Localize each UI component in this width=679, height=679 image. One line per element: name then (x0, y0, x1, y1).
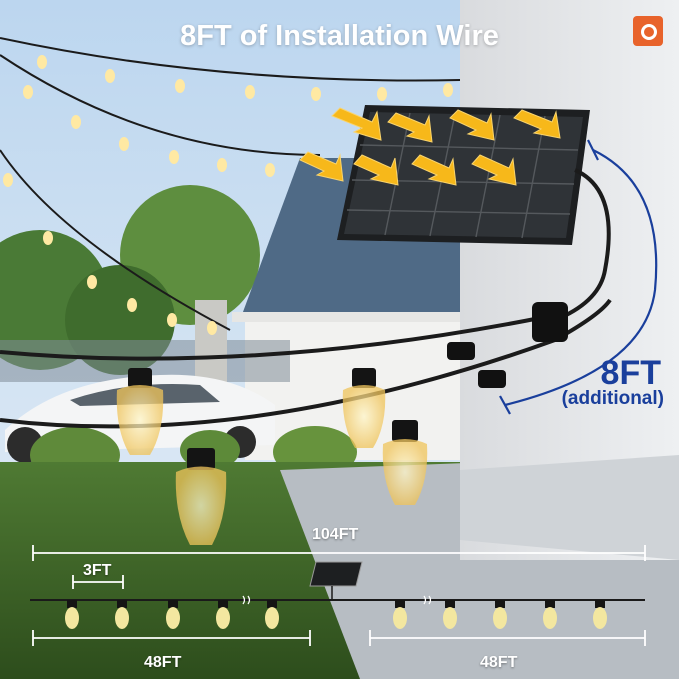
brand-logo-icon (633, 16, 663, 46)
total-length-label: 104FT (312, 526, 359, 543)
headline: 8FT of Installation Wire (180, 20, 499, 52)
cable-length-label: 8FT (600, 354, 661, 392)
sunlight-arrow-icon (299, 107, 561, 186)
right-string-length-label: 48FT (480, 654, 518, 671)
solar-panel-icon (0, 105, 612, 429)
left-string-length-label: 48FT (144, 654, 182, 671)
bulb-spacing-label: 3FT (83, 562, 112, 579)
cable-qualifier-label: (additional) (561, 388, 664, 409)
